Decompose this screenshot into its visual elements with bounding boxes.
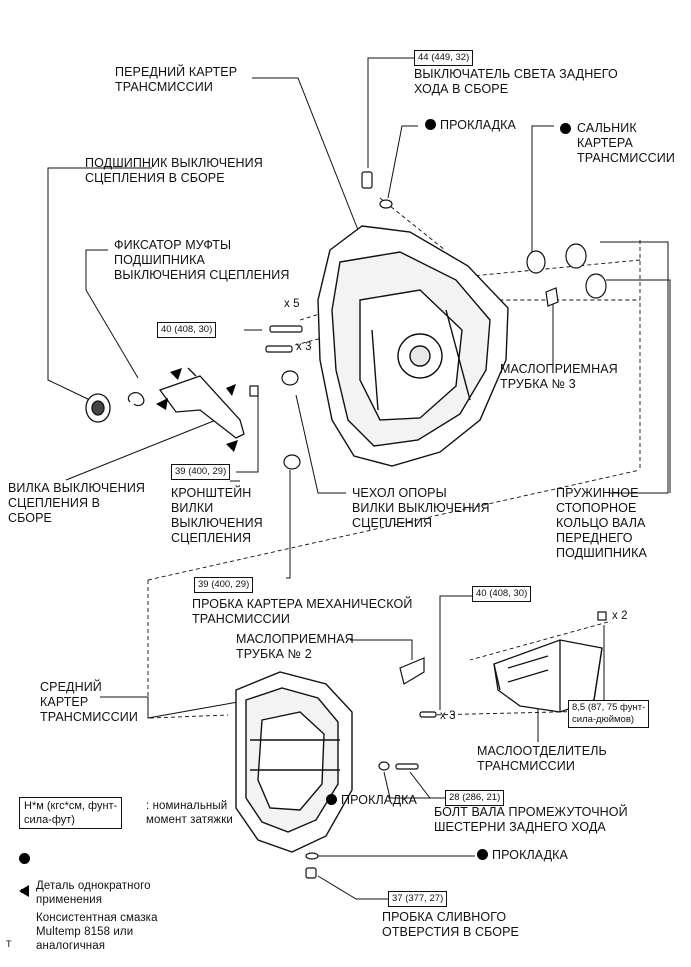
legend-non-reusable-text: Деталь однократного применения [36,880,151,906]
non-reusable-icon [477,849,488,860]
corner-mark: T [6,939,12,949]
legend-grease: Консистентная смазка Multemp 8158 или ан… [19,883,158,967]
torque-separator: 8,5 (87, 75 фунт- сила-дюймов) [568,700,650,728]
drain-plug-shape [305,867,317,879]
release-fork-shape [158,367,245,439]
label-gasket-bottom: ПРОКЛАДКА [477,848,568,863]
oil-pipe-3-shape [545,287,559,307]
middle-case-shape [235,671,353,853]
torque-pipe2-bolt: 40 (408, 30) [472,586,532,602]
leader-gasket-top [387,125,418,199]
label-middle-case: СРЕДНИЙ КАРТЕР ТРАНСМИССИИ [40,680,138,724]
leader-oil-pipe-2 [350,639,413,660]
idler-bolt-shape [395,763,419,770]
oil-seal-text: САЛЬНИК КАРТЕРА ТРАНСМИССИИ [577,121,675,165]
non-reusable-icon [19,853,30,864]
legend-torque-units: Н*м (кгс*см, фунт- сила-фут) [19,797,123,829]
oil-pipe-2-shape [399,657,425,685]
grease-arrows [156,368,238,452]
label-oil-seal: САЛЬНИК КАРТЕРА ТРАНСМИССИИ [560,121,675,166]
torque-bolts-front: 40 (408, 30) [157,322,217,338]
oil-separator-shape [493,639,603,713]
leader-middle-case [100,696,239,719]
qty-x3-front: x 3 [296,341,312,353]
label-gasket-mid: ПРОКЛАДКА [326,793,417,808]
release-bearing-shape [85,393,111,423]
leader-bearing-clip [85,249,139,379]
gasket-bottom-shape [305,852,319,860]
gasket-top-text: ПРОКЛАДКА [440,118,516,132]
label-front-case: ПЕРЕДНИЙ КАРТЕР ТРАНСМИССИИ [115,65,238,94]
leader-oil-seal [531,125,554,252]
pipe2-bolt-shape [419,711,437,718]
label-gasket-top: ПРОКЛАДКА [425,118,516,133]
qty-x5: x 5 [284,298,300,310]
legend-grease-text: Консистентная смазка Multemp 8158 или ан… [36,912,158,952]
leader-front-case [252,77,359,231]
label-oil-pipe-2: МАСЛОПРИЕМНАЯ ТРУБКА № 2 [236,632,354,661]
torque-switch: 44 (449, 32) [414,50,474,66]
gasket-mid-text: ПРОКЛАДКА [341,793,417,807]
small-parts [249,171,607,879]
label-oil-pipe-3: МАСЛОПРИЕМНАЯ ТРУБКА № 3 [500,362,618,391]
leader-boot [295,394,346,494]
leader-snap-ring-2 [606,279,671,493]
label-fork-bracket: КРОНШТЕЙН ВИЛКИ ВЫКЛЮЧЕНИЯ СЦЕПЛЕНИЯ [171,486,263,545]
case-plug-shape [283,454,301,470]
label-fork-boot: ЧЕХОЛ ОПОРЫ ВИЛКИ ВЫКЛЮЧЕНИЯ СЦЕПЛЕНИЯ [352,486,490,530]
snap-ring-shape [565,243,587,269]
gasket-bottom-text: ПРОКЛАДКА [492,848,568,862]
torque-drain: 37 (377, 27) [388,891,448,907]
label-case-plug: ПРОБКА КАРТЕРА МЕХАНИЧЕСКОЙ ТРАНСМИССИИ [192,597,413,626]
label-oil-separator: МАСЛООТДЕЛИТЕЛЬ ТРАНСМИССИИ [477,744,607,773]
gasket-top-shape [379,199,393,209]
torque-bracket: 39 (400, 29) [171,464,231,480]
grease-arrow-icon [19,885,29,897]
fork-boot-shape [281,370,299,386]
label-release-bearing: ПОДШИПНИК ВЫКЛЮЧЕНИЯ СЦЕПЛЕНИЯ В СБОРЕ [85,156,263,185]
leader-release-fork [65,419,217,481]
torque-plug: 39 (400, 29) [194,577,254,593]
leader-switch [367,57,414,168]
separator-bolt-shape [597,611,607,621]
label-back-up-switch: ВЫКЛЮЧАТЕЛЬ СВЕТА ЗАДНЕГО ХОДА В СБОРЕ [414,67,618,96]
non-reusable-icon [560,123,571,134]
oil-seal-shape [526,250,546,274]
bolt-x3 [265,345,293,353]
front-case-shape [317,225,509,467]
leader-case-plug [286,470,291,579]
non-reusable-icon [326,794,337,805]
label-bearing-clip: ФИКСАТОР МУФТЫ ПОДШИПНИКА ВЫКЛЮЧЕНИЯ СЦЕ… [114,238,290,282]
leader-drain [317,875,388,900]
qty-x3-mid: x 3 [440,710,456,722]
leader-release-bearing [47,167,152,401]
bolt-x5 [269,325,303,333]
label-release-fork: ВИЛКА ВЫКЛЮЧЕНИЯ СЦЕПЛЕНИЯ В СБОРЕ [8,481,146,525]
label-idler-bolt: БОЛТ ВАЛА ПРОМЕЖУТОЧНОЙ ШЕСТЕРНИ ЗАДНЕГО… [434,805,628,834]
bearing-clip-shape [127,392,145,407]
back-up-switch-shape [361,171,373,189]
non-reusable-icon [425,119,436,130]
label-snap-ring: ПРУЖИННОЕ СТОПОРНОЕ КОЛЬЦО ВАЛА ПЕРЕДНЕГ… [556,486,647,560]
leader-pipe2-bolt [439,595,472,710]
torque-idler-bolt: 28 (286, 21) [445,790,505,806]
legend-non-reusable: Деталь однократного применения [19,851,151,921]
label-drain-plug: ПРОБКА СЛИВНОГО ОТВЕРСТИЯ В СБОРЕ [382,910,519,939]
qty-x2: x 2 [612,610,628,622]
legend-torque-desc: : номинальный момент затяжки [146,800,233,826]
leader-snap-ring [600,241,669,494]
leader-bracket [236,395,259,473]
bracket-bolt [249,385,259,397]
gasket-mid-shape [378,761,390,771]
